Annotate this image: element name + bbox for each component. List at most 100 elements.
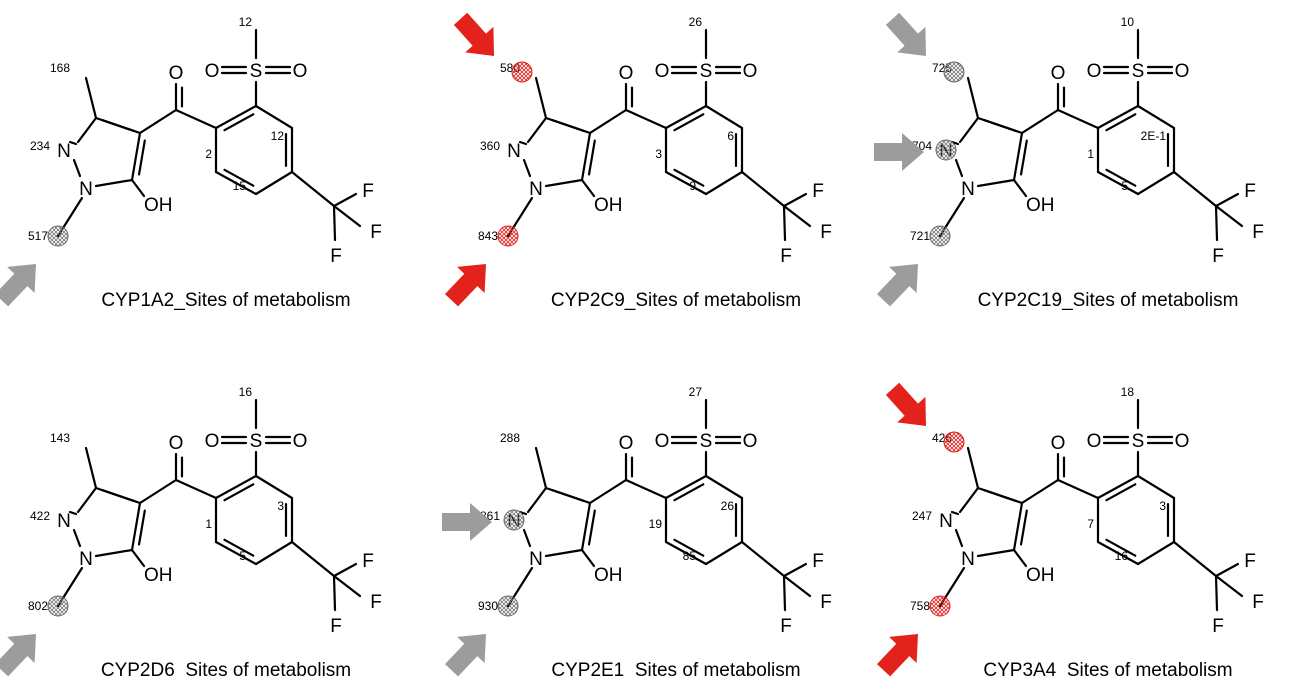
ring-bond	[673, 538, 705, 557]
gray-arrow-icon	[885, 12, 926, 57]
site-label: 12	[271, 129, 285, 143]
ring-bond	[704, 540, 744, 566]
ring-bond	[1019, 139, 1028, 176]
ring-bond	[1105, 168, 1137, 187]
ring-bond	[551, 118, 585, 132]
ring-bond	[1096, 540, 1140, 566]
metabolism-site-marker	[47, 595, 69, 617]
ring-bond	[522, 528, 532, 548]
site-label: 19	[649, 517, 663, 531]
ring-bond	[580, 501, 592, 552]
site-label: 2E-1	[1141, 129, 1167, 143]
methyl-bond	[534, 76, 548, 120]
ring-bond	[704, 474, 744, 500]
ring-bond	[1012, 501, 1024, 552]
ring-bond	[704, 104, 744, 130]
site-label: 15	[233, 179, 247, 193]
atom-n: N	[529, 179, 543, 200]
ring-bond	[950, 510, 960, 516]
atom-oh: OH	[1026, 195, 1055, 216]
site-label: 2	[205, 147, 212, 161]
ring-bond	[1105, 483, 1137, 502]
atom-s: S	[700, 61, 713, 82]
ring-bond	[954, 158, 964, 178]
atom-s: S	[700, 431, 713, 452]
ring-bond	[983, 118, 1017, 132]
ring-bond	[223, 113, 255, 132]
ring-bond	[976, 178, 1016, 188]
ring-bond	[673, 483, 705, 502]
site-label: 3	[1159, 499, 1166, 513]
ring-bond	[130, 131, 142, 182]
ring-bond	[72, 158, 82, 178]
ring-bond	[254, 170, 294, 196]
ring-bond	[137, 139, 146, 176]
ring-bond	[1105, 538, 1137, 557]
cf-bond	[1214, 192, 1240, 208]
panel-5: OSOONNOHFFF27288861930261985CYP2E1_Sites…	[442, 385, 832, 678]
oh-bond	[580, 178, 596, 198]
atom-o: O	[1087, 61, 1102, 82]
cf-bond	[1214, 574, 1219, 612]
bond	[740, 540, 786, 578]
atom-n: N	[961, 549, 975, 570]
atom-f: F	[812, 181, 824, 202]
cf-bond	[782, 574, 787, 612]
site-label: 143	[50, 431, 70, 445]
atom-f: F	[1244, 551, 1256, 572]
bond	[624, 108, 668, 130]
atom-f: F	[330, 246, 342, 267]
atom-n: N	[57, 511, 71, 532]
cf-bond	[332, 204, 337, 242]
oh-bond	[580, 548, 596, 568]
atom-o: O	[205, 431, 220, 452]
ring-bond	[958, 116, 980, 144]
bond	[174, 478, 218, 500]
panel-caption: CYP2E1_Sites of metabolism	[551, 660, 800, 678]
atom-n: N	[961, 179, 975, 200]
ring-bond	[587, 139, 596, 176]
cf-bond	[1214, 204, 1219, 242]
ring-bond	[214, 474, 258, 500]
atom-f: F	[1212, 246, 1224, 267]
ring-bond	[223, 483, 255, 502]
atom-o: O	[743, 431, 758, 452]
site-label: 517	[28, 229, 48, 243]
ring-bond	[101, 488, 135, 502]
cf-bond	[782, 192, 808, 208]
atom-f: F	[812, 551, 824, 572]
panel-caption: CYP3A4_Sites of metabolism	[983, 660, 1232, 678]
metabolism-site-marker	[503, 509, 525, 531]
bond	[174, 108, 218, 130]
atom-o: O	[1087, 431, 1102, 452]
oh-bond	[130, 178, 146, 198]
ring-bond	[223, 168, 255, 187]
atom-o: O	[619, 63, 634, 84]
ring-bond	[130, 501, 142, 552]
site-label: 1	[205, 517, 212, 531]
ring-bond	[580, 131, 592, 182]
cf-bond	[332, 574, 362, 598]
site-label: 26	[689, 15, 703, 29]
metabolism-site-marker	[497, 595, 519, 617]
ring-bond	[254, 104, 294, 130]
atom-o: O	[205, 61, 220, 82]
atom-o: O	[1175, 61, 1190, 82]
gray-arrow-icon	[0, 264, 36, 307]
site-label: 5	[239, 549, 246, 563]
bond	[290, 170, 336, 208]
site-label: 721	[910, 229, 930, 243]
atom-o: O	[1051, 63, 1066, 84]
metabolism-site-marker	[943, 61, 965, 83]
ring-bond	[976, 548, 1016, 558]
bond	[588, 108, 628, 135]
panel-caption: CYP2D6_Sites of metabolism	[101, 660, 351, 678]
ring-bond	[664, 104, 708, 130]
gray-arrow-icon	[877, 264, 918, 307]
site-label: 360	[480, 139, 500, 153]
atom-o: O	[293, 431, 308, 452]
bond	[1020, 478, 1060, 505]
site-label: 247	[912, 509, 932, 523]
ring-bond	[254, 474, 294, 500]
